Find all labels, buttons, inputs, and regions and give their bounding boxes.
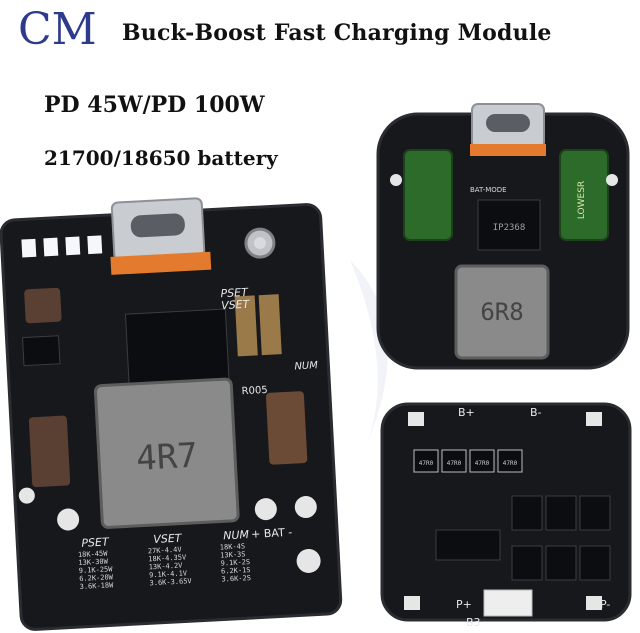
cm-logo: CM	[18, 4, 97, 50]
led-2	[43, 237, 59, 257]
ip2368-label: IP2368	[493, 223, 526, 233]
bms-label-bplus: B+	[458, 406, 475, 419]
vset-row-1: 27K-4.4V	[148, 546, 183, 556]
pset-row-4: 6.2K-20W	[79, 573, 114, 583]
bat-pad-plus	[254, 498, 277, 521]
vset-row-4: 9.1K-4.1V	[149, 569, 188, 579]
bms-resistors: 47R0 47R0 47R0 47R0	[413, 449, 523, 473]
pset-row-1: 18K-45W	[78, 549, 109, 559]
silk-num: NUM	[294, 360, 318, 372]
round-board: LOWESR IP2368 6R8 BAT-MODE	[376, 103, 630, 370]
bms-resistor-3: 47R0	[475, 460, 490, 467]
main-board: 4R7 PSET VSET R005 NUM PSET VSET NUM + B…	[0, 197, 343, 631]
mount-hole-2	[296, 548, 321, 573]
vset-row-5: 3.6K-3.65V	[149, 577, 192, 587]
bms-board: B+ B- P+ P- B3 47R0 47R0 47R0 47R0	[380, 402, 632, 629]
round-inductor	[454, 264, 550, 360]
smd-inductor-left	[24, 287, 62, 324]
num-row-4: 6.2K-1S	[221, 566, 251, 576]
round-inductor-label: 6R8	[480, 298, 523, 326]
bat-pad-minus	[294, 496, 317, 519]
battery-type: 21700/18650 battery	[44, 146, 278, 170]
cm-logo-text: CM	[18, 4, 97, 50]
product-title: Buck-Boost Fast Charging Module	[122, 20, 552, 46]
table-vset-title: VSET	[153, 532, 183, 547]
silk-resistor: R005	[241, 385, 268, 397]
main-inductor	[93, 377, 240, 529]
table-bat-title: + BAT -	[251, 526, 293, 541]
bms-label-bminus: B-	[530, 406, 542, 419]
pset-row-3: 9.1K-25W	[79, 565, 114, 575]
led-3	[65, 236, 81, 256]
num-row-3: 9.1K-2S	[220, 558, 250, 568]
num-row-5: 3.6K-2S	[221, 574, 251, 584]
bms-label-b3: B3	[466, 616, 481, 629]
silk-vset: VSET	[221, 298, 251, 313]
mount-hole	[57, 508, 80, 531]
smd-inductor-left-2	[28, 415, 71, 488]
silk-bat-mode: BAT-MODE	[470, 186, 507, 194]
bms-balance-connector	[483, 589, 533, 617]
bms-resistor-1: 47R0	[419, 460, 434, 467]
usb-c-orange-mount	[110, 251, 212, 275]
bms-resistor-4: 47R0	[503, 460, 518, 467]
usb-c-opening	[130, 213, 185, 238]
controller-ic	[124, 308, 230, 385]
led-4	[87, 235, 103, 255]
led-1	[21, 238, 37, 258]
silk-pset: PSET	[220, 286, 249, 300]
num-row-2: 13K-3S	[220, 550, 246, 559]
pset-row-2: 13K-30W	[78, 557, 109, 567]
electrolytic-cap-right	[559, 149, 609, 241]
vset-row-2: 18K-4.35V	[148, 553, 187, 563]
num-row-1: 18K-4S	[220, 542, 246, 551]
smd-inductor-right	[265, 391, 308, 465]
ip2368-chip	[477, 199, 541, 251]
bms-resistor-2: 47R0	[447, 460, 462, 467]
bms-ic	[435, 529, 501, 561]
bms-label-pplus: P+	[456, 598, 472, 611]
bms-label-pminus: P-	[600, 598, 610, 611]
vset-row-3: 13K-4.2V	[149, 562, 184, 572]
electrolytic-cap-left	[403, 149, 453, 241]
pset-row-5: 3.6K-18W	[79, 581, 114, 591]
table-pset-title: PSET	[81, 535, 110, 549]
main-inductor-label: 4R7	[135, 436, 198, 479]
table-num-title: NUM	[223, 528, 250, 542]
power-rating: PD 45W/PD 100W	[44, 92, 265, 118]
cap-label: LOWESR	[577, 181, 587, 219]
